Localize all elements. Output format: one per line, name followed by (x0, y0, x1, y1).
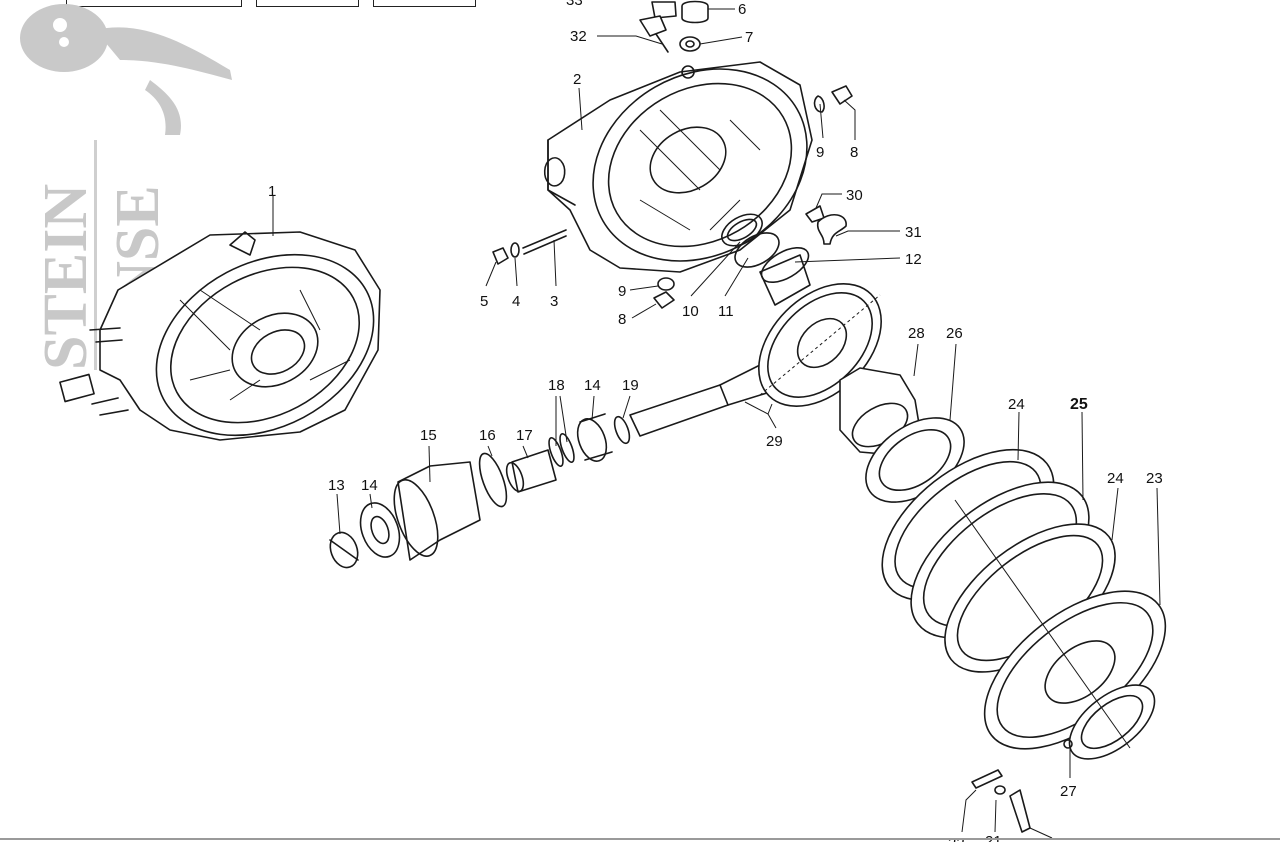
bottom-divider (0, 838, 1280, 840)
callout-26: 26 (946, 325, 963, 342)
callout-5: 5 (480, 293, 488, 310)
callout-20: 20 (1058, 839, 1075, 842)
callout-16: 16 (479, 427, 496, 444)
callout-8-bottom: 8 (618, 311, 626, 328)
differential-carrier (839, 367, 965, 503)
bottom-hardware (971, 739, 1073, 833)
callout-29: 29 (766, 433, 783, 450)
oilcan-logo-icon (20, 4, 232, 135)
top-tab-1[interactable] (66, 0, 242, 7)
callout-24-bottom: 24 (1107, 470, 1124, 487)
callout-13: 13 (328, 477, 345, 494)
leader-lines (272, 8, 1161, 839)
callout-27: 27 (1060, 783, 1077, 800)
callout-23: 23 (1146, 470, 1163, 487)
callout-3: 3 (550, 293, 558, 310)
callout-24-top: 24 (1008, 396, 1025, 413)
callout-2: 2 (573, 71, 581, 88)
callout-8-top: 8 (850, 144, 858, 161)
callout-6: 6 (738, 1, 746, 18)
callout-labels: 33 6 32 7 2 9 8 30 31 12 1 5 4 3 9 8 10 … (268, 0, 1163, 842)
callout-17: 17 (516, 427, 533, 444)
callout-30: 30 (846, 187, 863, 204)
callout-4: 4 (512, 293, 520, 310)
top-tab-2[interactable] (256, 0, 359, 7)
callout-7: 7 (745, 29, 753, 46)
callout-31: 31 (905, 224, 922, 241)
callout-10: 10 (682, 303, 699, 320)
callout-21: 21 (985, 833, 1002, 842)
parts-small-hardware (492, 0, 853, 309)
callout-9-top: 9 (816, 144, 824, 161)
gaskets-and-cover (881, 448, 1167, 760)
watermark: STEIN INSE (20, 4, 232, 370)
callout-28: 28 (908, 325, 925, 342)
part-1-assembled-housing (59, 231, 381, 441)
callout-15: 15 (420, 427, 437, 444)
watermark-line1: STEIN (32, 184, 100, 370)
callout-18: 18 (548, 377, 565, 394)
callout-9-bottom: 9 (618, 283, 626, 300)
callout-12: 12 (905, 251, 922, 268)
top-tab-3[interactable] (373, 0, 476, 7)
callout-1: 1 (268, 183, 276, 200)
callout-32: 32 (570, 28, 587, 45)
callout-19: 19 (622, 377, 639, 394)
callout-14-bottom: 14 (361, 477, 378, 494)
pinion-shaft-group (329, 364, 771, 569)
callout-33: 33 (566, 0, 583, 9)
callout-11: 11 (718, 303, 734, 320)
top-toolbar (0, 0, 1280, 8)
callout-14-top: 14 (584, 377, 601, 394)
callout-25: 25 (1070, 396, 1088, 413)
